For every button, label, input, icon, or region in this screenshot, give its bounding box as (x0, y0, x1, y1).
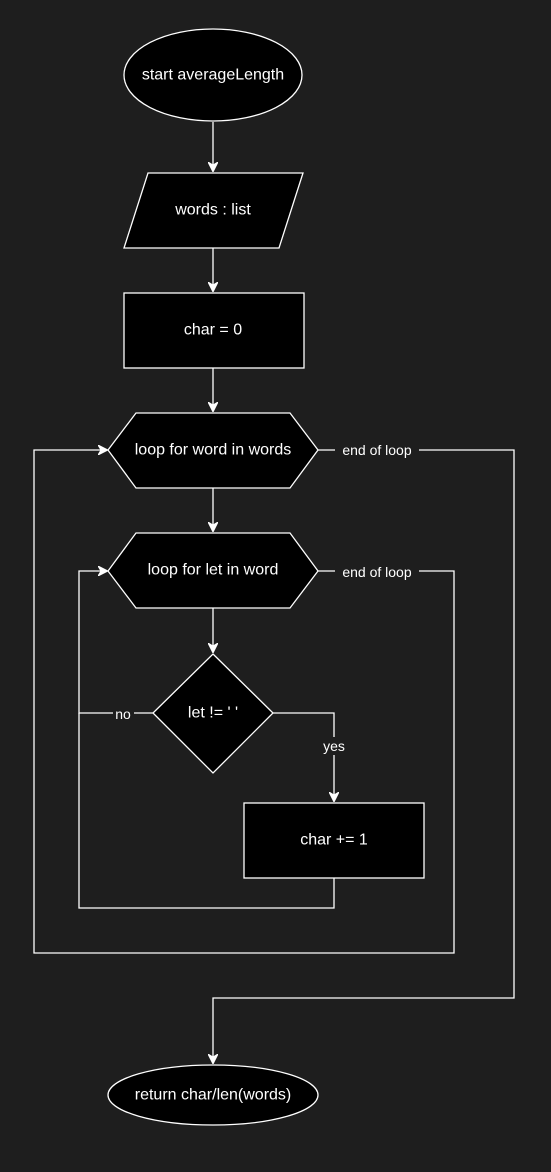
edge-label-no-text: no (115, 706, 131, 722)
edge-label-outer-end: end of loop (335, 441, 419, 459)
inner-loop-hexagon-shape (107, 532, 319, 609)
decision-label: let != ' ' (188, 705, 238, 722)
edge-label-yes: yes (320, 737, 349, 755)
outer-loop-label: loop for word in words (135, 442, 292, 459)
edge-label-inner-end-text: end of loop (342, 564, 411, 580)
node-start: start averageLength (123, 28, 303, 122)
start-terminal-shape (123, 28, 303, 122)
return-terminal-shape (107, 1064, 319, 1126)
edge-label-no: no (113, 705, 134, 723)
node-inner-loop: loop for let in word (107, 532, 319, 609)
start-label: start averageLength (142, 67, 284, 84)
inner-loop-label: loop for let in word (148, 562, 279, 579)
edge-label-yes-text: yes (323, 738, 345, 754)
increment-label: char += 1 (300, 832, 368, 849)
edge-label-inner-end: end of loop (335, 562, 419, 580)
edge-outer-end-to-return (213, 449, 515, 1063)
node-init: char = 0 (123, 292, 305, 369)
node-outer-loop: loop for word in words (107, 412, 319, 489)
node-input: words : list (123, 172, 304, 249)
init-process-shape (123, 292, 305, 369)
init-label: char = 0 (184, 322, 242, 339)
increment-process-shape (243, 802, 425, 879)
return-label: return char/len(words) (135, 1087, 292, 1104)
outer-loop-hexagon-shape (107, 412, 319, 489)
input-parallelogram-shape (123, 172, 304, 249)
node-return: return char/len(words) (107, 1064, 319, 1126)
node-decision: let != ' ' (152, 653, 274, 774)
edge-increment-to-inner-loop (78, 713, 335, 909)
decision-diamond-shape (152, 653, 274, 774)
edge-decision-yes-to-increment (273, 712, 334, 801)
edge-inner-end-to-outer-loop (33, 450, 455, 954)
edge-label-outer-end-text: end of loop (342, 442, 411, 458)
node-increment: char += 1 (243, 802, 425, 879)
input-label: words : list (174, 202, 251, 219)
